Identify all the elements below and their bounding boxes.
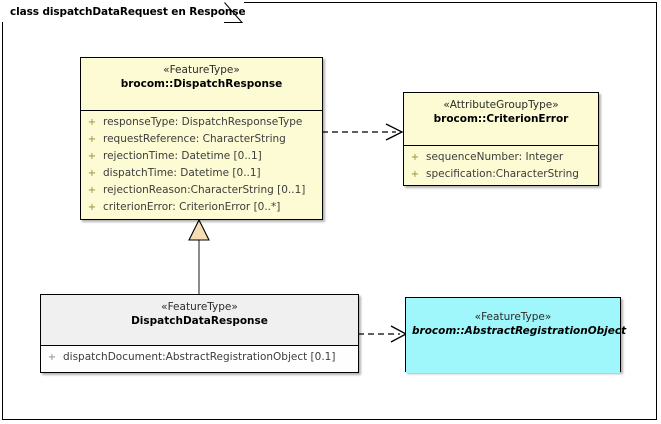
visibility-marker: + bbox=[87, 168, 97, 179]
connector-dependency-criterionerror[interactable] bbox=[322, 120, 406, 144]
class-header-criterion-error: «AttributeGroupType» brocom::CriterionEr… bbox=[404, 93, 598, 145]
visibility-marker: + bbox=[47, 352, 57, 363]
attribute-label: requestReference: CharacterString bbox=[103, 133, 286, 145]
attribute-compartment-criterion-error: + sequenceNumber: Integer + specificatio… bbox=[404, 146, 598, 187]
diagram-title: class dispatchDataRequest en Response bbox=[10, 6, 246, 18]
stereotype-label: «AttributeGroupType» bbox=[443, 99, 559, 111]
visibility-marker: + bbox=[87, 202, 97, 213]
stereotype-label: «FeatureType» bbox=[474, 311, 552, 323]
diagram-frame-tab: class dispatchDataRequest en Response bbox=[2, 2, 246, 23]
diagram-frame-tab-body: class dispatchDataRequest en Response bbox=[2, 2, 246, 22]
class-box-dispatch-data-response[interactable]: «FeatureType» DispatchDataResponse + dis… bbox=[40, 294, 359, 373]
stereotype-label: «FeatureType» bbox=[161, 301, 238, 313]
attribute-row[interactable]: + sequenceNumber: Integer bbox=[404, 149, 598, 166]
class-header-abstract-registration-object: «FeatureType» brocom::AbstractRegistrati… bbox=[406, 298, 627, 373]
class-divider bbox=[41, 345, 358, 346]
class-name-label: brocom::CriterionError bbox=[433, 113, 569, 125]
attribute-label: sequenceNumber: Integer bbox=[426, 151, 564, 163]
class-name-label: brocom::AbstractRegistrationObject bbox=[412, 325, 627, 337]
class-box-criterion-error[interactable]: «AttributeGroupType» brocom::CriterionEr… bbox=[403, 92, 599, 186]
class-divider bbox=[81, 110, 322, 111]
class-box-abstract-registration-object[interactable]: «FeatureType» brocom::AbstractRegistrati… bbox=[405, 297, 627, 373]
visibility-marker: + bbox=[87, 134, 97, 145]
attribute-row[interactable]: + criterionError: CriterionError [0..*] bbox=[81, 199, 322, 216]
connector-generalization-dispatchresponse[interactable] bbox=[186, 218, 212, 296]
attribute-label: criterionError: CriterionError [0..*] bbox=[103, 201, 281, 213]
class-divider bbox=[404, 145, 598, 146]
class-name-label: DispatchDataResponse bbox=[131, 315, 268, 327]
attribute-label: rejectionTime: Datetime [0..1] bbox=[103, 150, 262, 162]
attribute-row[interactable]: + dispatchDocument:AbstractRegistrationO… bbox=[41, 349, 358, 366]
attribute-row[interactable]: + rejectionTime: Datetime [0..1] bbox=[81, 148, 322, 165]
frame-tab-slant bbox=[224, 2, 244, 23]
attribute-label: specification:CharacterString bbox=[426, 168, 579, 180]
visibility-marker: + bbox=[87, 185, 97, 196]
visibility-marker: + bbox=[87, 151, 97, 162]
visibility-marker: + bbox=[410, 152, 420, 163]
connector-dependency-abstractregistrationobject[interactable] bbox=[358, 322, 410, 346]
class-header-dispatch-response: «FeatureType» brocom::DispatchResponse bbox=[81, 58, 322, 110]
diagram-frame bbox=[2, 2, 657, 420]
visibility-marker: + bbox=[87, 117, 97, 128]
attribute-label: dispatchTime: Datetime [0..1] bbox=[103, 167, 261, 179]
attribute-row[interactable]: + dispatchTime: Datetime [0..1] bbox=[81, 165, 322, 182]
attribute-label: rejectionReason:CharacterString [0..1] bbox=[103, 184, 306, 196]
attribute-compartment-dispatch-data-response: + dispatchDocument:AbstractRegistrationO… bbox=[41, 346, 358, 370]
attribute-compartment-dispatch-response: + responseType: DispatchResponseType + r… bbox=[81, 111, 322, 220]
attribute-row[interactable]: + requestReference: CharacterString bbox=[81, 131, 322, 148]
attribute-label: responseType: DispatchResponseType bbox=[103, 116, 303, 128]
attribute-row[interactable]: + specification:CharacterString bbox=[404, 166, 598, 183]
class-name-label: brocom::DispatchResponse bbox=[120, 78, 283, 90]
class-box-dispatch-response[interactable]: «FeatureType» brocom::DispatchResponse +… bbox=[80, 57, 323, 220]
visibility-marker: + bbox=[410, 169, 420, 180]
attribute-row[interactable]: + responseType: DispatchResponseType bbox=[81, 114, 322, 131]
attribute-label: dispatchDocument:AbstractRegistrationObj… bbox=[63, 351, 336, 363]
attribute-row[interactable]: + rejectionReason:CharacterString [0..1] bbox=[81, 182, 322, 199]
class-header-dispatch-data-response: «FeatureType» DispatchDataResponse bbox=[41, 295, 358, 345]
stereotype-label: «FeatureType» bbox=[163, 64, 240, 76]
